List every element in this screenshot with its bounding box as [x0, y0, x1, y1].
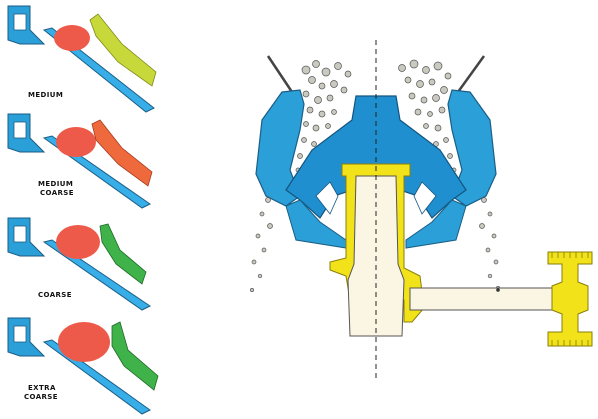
gear-icon	[548, 252, 592, 346]
cone-crusher-section	[250, 40, 592, 378]
countershaft	[410, 288, 562, 310]
frame-window	[14, 14, 26, 30]
frame-window	[14, 122, 26, 138]
label-coarse: COARSE	[38, 291, 72, 299]
feed-guide-right	[458, 56, 484, 92]
countershaft-pin	[496, 288, 500, 292]
adjusting-arm	[112, 322, 158, 390]
rock-ellipse	[54, 25, 90, 51]
feed-guide-left	[268, 56, 292, 92]
label-extra-coarse-line2: COARSE	[24, 393, 58, 401]
panel-medium-coarse: MEDIUM COARSE	[8, 114, 152, 208]
frame-window	[14, 226, 26, 242]
panel-medium: MEDIUM	[8, 6, 156, 112]
frame-window	[14, 326, 26, 342]
panel-extra-coarse: EXTRA COARSE	[8, 318, 158, 414]
adjusting-arm	[100, 224, 146, 284]
label-extra-coarse-line1: EXTRA	[28, 384, 56, 392]
label-medium-coarse-line1: MEDIUM	[38, 180, 73, 188]
label-medium: MEDIUM	[28, 91, 63, 99]
label-medium-coarse-line2: COARSE	[40, 189, 74, 197]
rock-ellipse	[56, 127, 96, 157]
rock-ellipse	[56, 225, 100, 259]
panel-coarse: COARSE	[8, 218, 150, 310]
rock-ellipse	[58, 322, 110, 362]
